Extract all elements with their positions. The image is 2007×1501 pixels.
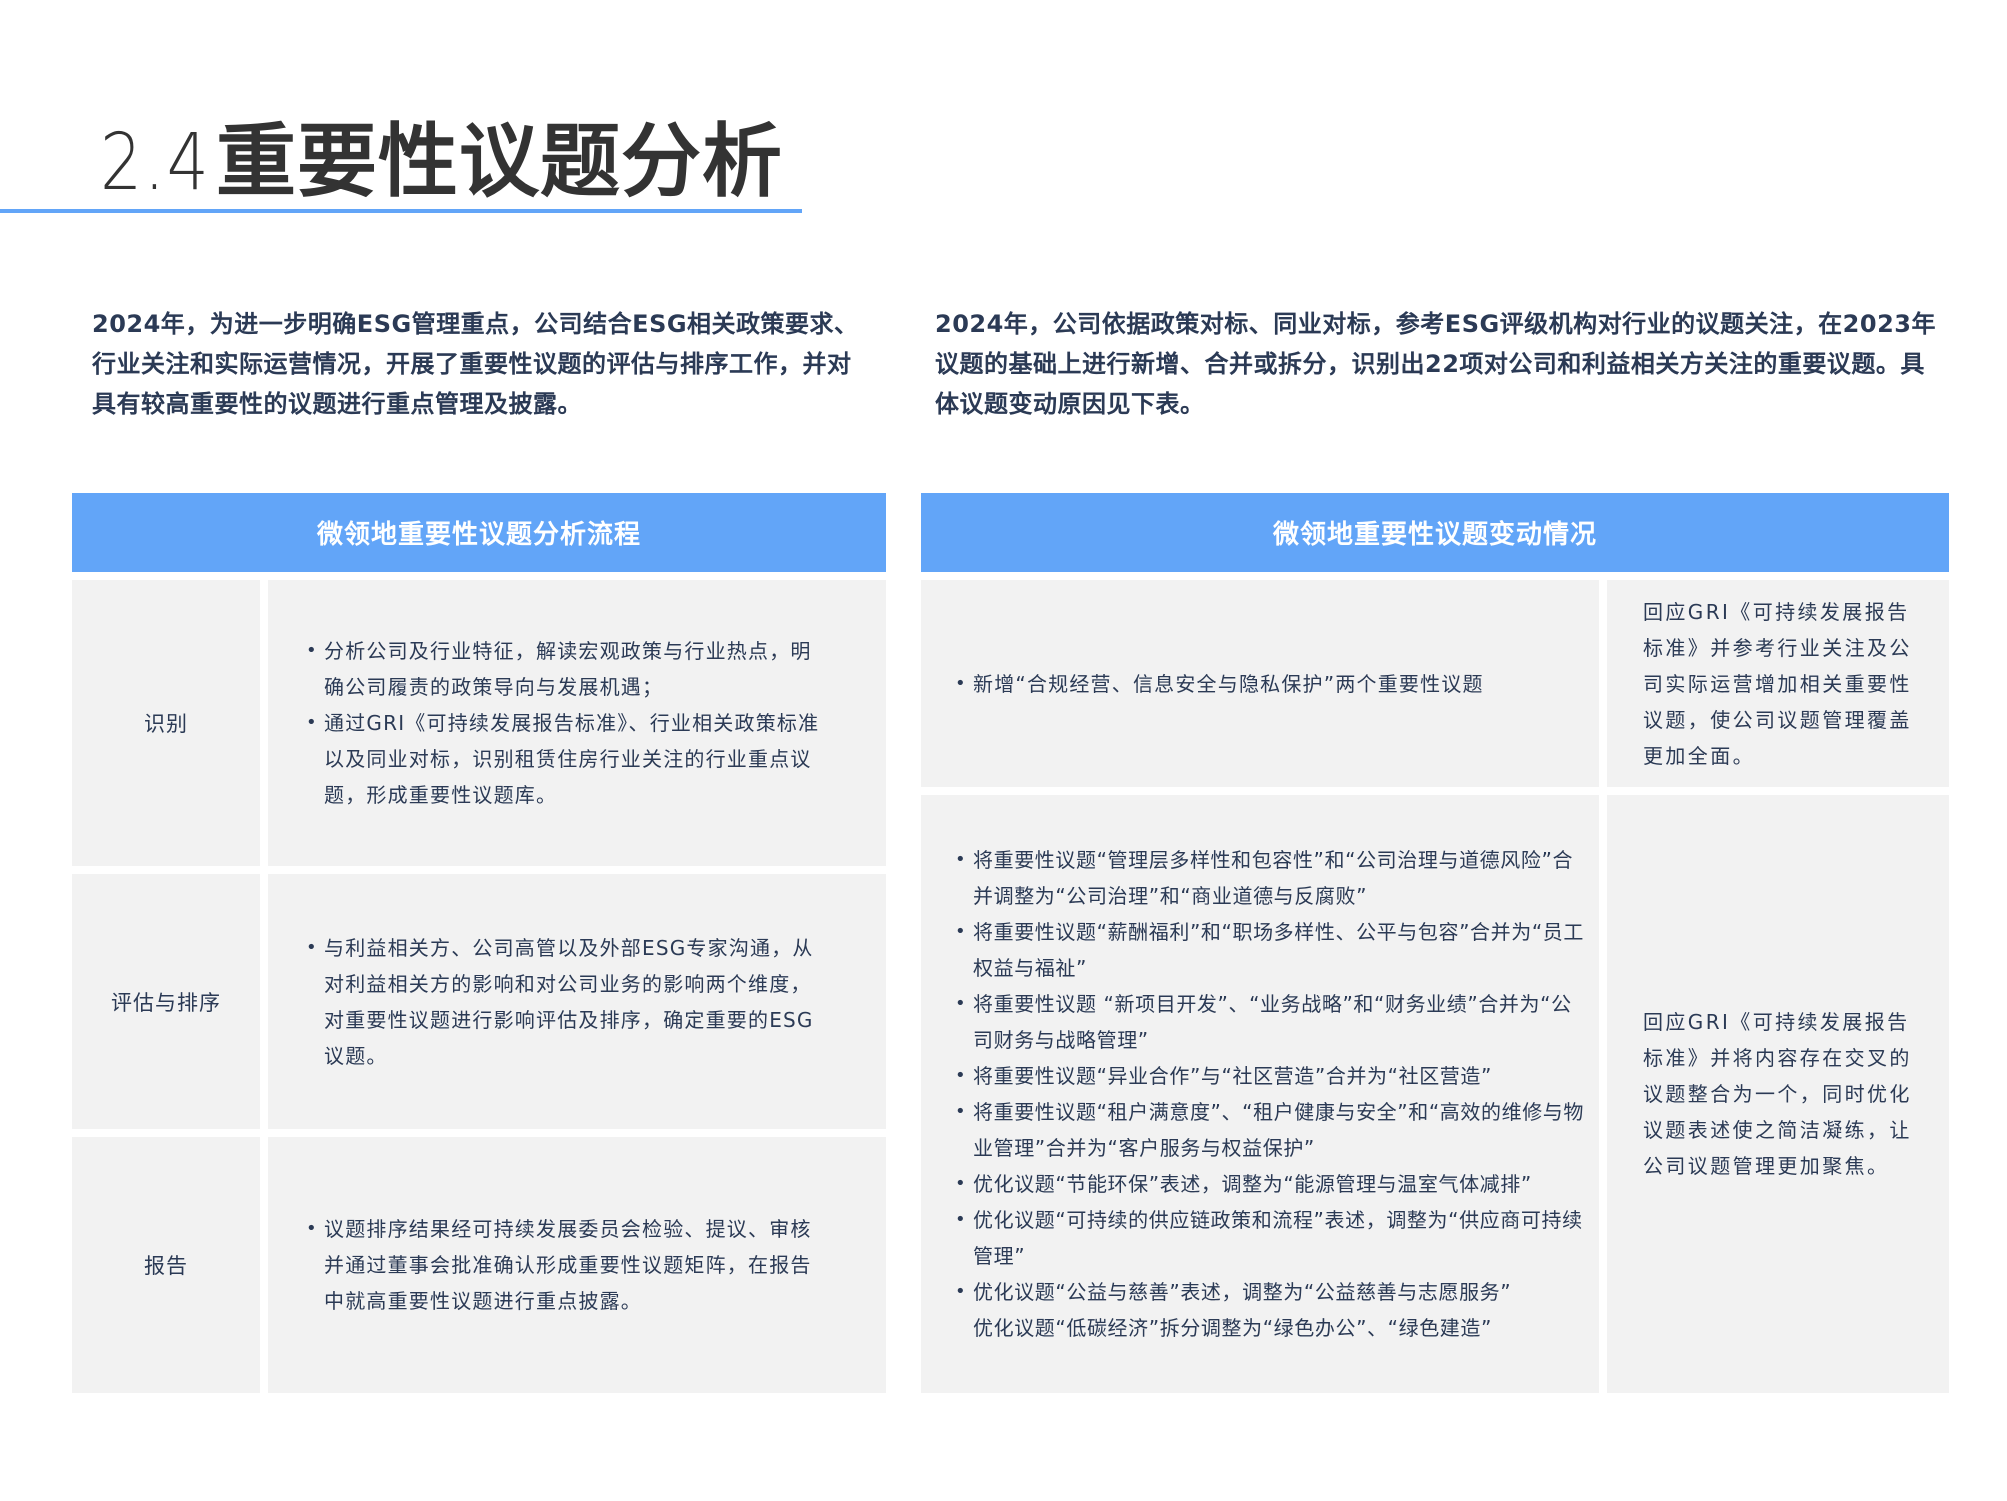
list-item: 将重要性议题 “新项目开发”、“业务战略”和“财务业绩”合并为“公司财务与战略管… <box>955 986 1587 1058</box>
process-step-list: 议题排序结果经可持续发展委员会检验、提议、审核并通过董事会批准确认形成重要性议题… <box>306 1211 826 1319</box>
list-item: 通过GRI《可持续发展报告标准》、行业相关政策标准以及同业对标，识别租赁住房行业… <box>306 705 826 813</box>
list-item: 将重要性议题“管理层多样性和包容性”和“公司治理与道德风险”合并调整为“公司治理… <box>955 842 1587 914</box>
process-step-detail: 议题排序结果经可持续发展委员会检验、提议、审核并通过董事会批准确认形成重要性议题… <box>268 1137 886 1393</box>
change-table: 微领地重要性议题变动情况 <box>921 493 1949 572</box>
process-step-label-text: 报告 <box>144 1254 188 1278</box>
list-item: 将重要性议题“租户满意度”、“租户健康与安全”和“高效的维修与物业管理”合并为“… <box>955 1094 1587 1166</box>
change-reason: 回应GRI《可持续发展报告标准》并将内容存在交叉的议题整合为一个，同时优化议题表… <box>1607 795 1949 1393</box>
change-detail: 新增“合规经营、信息安全与隐私保护”两个重要性议题 <box>921 580 1599 787</box>
intro-paragraph-right: 2024年，公司依据政策对标、同业对标，参考ESG评级机构对行业的议题关注，在2… <box>935 310 1936 418</box>
process-table: 微领地重要性议题分析流程 <box>72 493 886 572</box>
list-item: 优化议题“可持续的供应链政策和流程”表述，调整为“供应商可持续管理” <box>955 1202 1587 1274</box>
intro-paragraph-left: 2024年，为进一步明确ESG管理重点，公司结合ESG相关政策要求、行业关注和实… <box>92 310 859 418</box>
list-item: 将重要性议题“薪酬福利”和“职场多样性、公平与包容”合并为“员工权益与福祉” <box>955 914 1587 986</box>
change-list: 新增“合规经营、信息安全与隐私保护”两个重要性议题 <box>955 666 1484 702</box>
change-list: 将重要性议题“管理层多样性和包容性”和“公司治理与道德风险”合并调整为“公司治理… <box>955 842 1587 1346</box>
list-item: 优化议题“公益与慈善”表述，调整为“公益慈善与志愿服务” <box>955 1274 1587 1310</box>
process-step-detail: 与利益相关方、公司高管以及外部ESG专家沟通，从对利益相关方的影响和对公司业务的… <box>268 874 886 1129</box>
process-step-label-text: 评估与排序 <box>111 990 221 1015</box>
process-step-list: 与利益相关方、公司高管以及外部ESG专家沟通，从对利益相关方的影响和对公司业务的… <box>306 930 826 1074</box>
list-item: 优化议题“节能环保”表述，调整为“能源管理与温室气体减排” <box>955 1166 1587 1202</box>
change-detail: 将重要性议题“管理层多样性和包容性”和“公司治理与道德风险”合并调整为“公司治理… <box>921 795 1599 1393</box>
process-step-detail: 分析公司及行业特征，解读宏观政策与行业热点，明确公司履责的政策导向与发展机遇； … <box>268 580 886 866</box>
list-item: 优化议题“低碳经济”拆分调整为“绿色办公”、“绿色建造” <box>973 1316 1492 1340</box>
list-item: 新增“合规经营、信息安全与隐私保护”两个重要性议题 <box>955 666 1484 702</box>
change-reason: 回应GRI《可持续发展报告标准》并参考行业关注及公司实际运营增加相关重要性议题，… <box>1607 580 1949 787</box>
list-item: 将重要性议题“异业合作”与“社区营造”合并为“社区营造” <box>955 1058 1587 1094</box>
process-step-label: 报告 <box>72 1137 260 1393</box>
list-item: 分析公司及行业特征，解读宏观政策与行业热点，明确公司履责的政策导向与发展机遇； <box>306 633 826 705</box>
change-reason-text: 回应GRI《可持续发展报告标准》并参考行业关注及公司实际运营增加相关重要性议题，… <box>1643 599 1912 768</box>
section-title: 重要性议题分析 <box>216 115 784 208</box>
title-underline <box>0 209 802 213</box>
page-title: 2.4 重要性议题分析 <box>100 102 784 208</box>
process-step-label-text: 识别 <box>144 712 188 736</box>
section-number: 2.4 <box>100 118 211 208</box>
change-reason-text: 回应GRI《可持续发展报告标准》并将内容存在交叉的议题整合为一个，同时优化议题表… <box>1643 1010 1912 1178</box>
list-item: 与利益相关方、公司高管以及外部ESG专家沟通，从对利益相关方的影响和对公司业务的… <box>306 930 826 1074</box>
process-step-label: 识别 <box>72 580 260 866</box>
process-step-label: 评估与排序 <box>72 874 260 1129</box>
change-table-header: 微领地重要性议题变动情况 <box>921 493 1949 572</box>
process-table-header: 微领地重要性议题分析流程 <box>72 493 886 572</box>
list-item: 议题排序结果经可持续发展委员会检验、提议、审核并通过董事会批准确认形成重要性议题… <box>306 1211 826 1319</box>
process-step-list: 分析公司及行业特征，解读宏观政策与行业热点，明确公司履责的政策导向与发展机遇； … <box>306 633 826 813</box>
